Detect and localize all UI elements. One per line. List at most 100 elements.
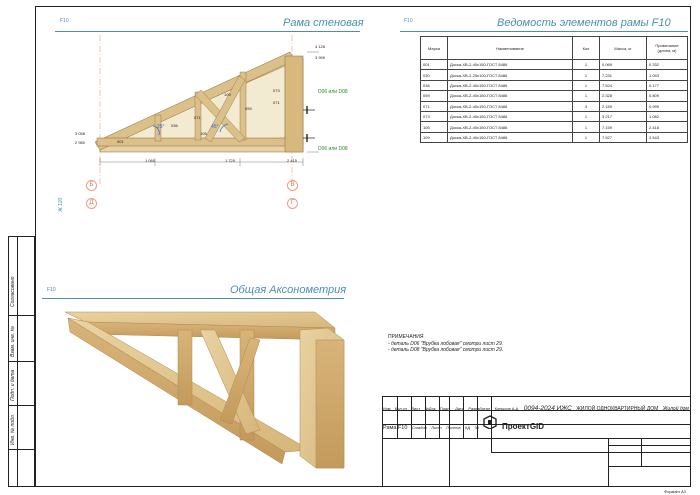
note-item: - деталь D08 "Врубка лобовая" смотри лис… — [388, 347, 504, 353]
schedule-header-row: Марка Наименование Кол Масса, кг Примеча… — [420, 36, 688, 60]
cell: Доска-ХВ-2-40х150-ГОСТ 8486 — [447, 121, 573, 133]
cell: Доска-ХВ-2-25х100-ГОСТ 8486 — [447, 69, 573, 81]
marker-036: 036 — [171, 123, 178, 128]
cell: 7.231 — [599, 69, 647, 81]
cell: Доска-ХВ-2-40х150-ГОСТ 8486 — [447, 79, 573, 92]
cell: 1 — [572, 58, 600, 71]
marker-059: 059 — [245, 106, 252, 111]
elevation-mark: Ж.120 — [58, 197, 64, 212]
side-stamp: Согласовано Взам. инв. № Подп. и дата Ин… — [8, 236, 35, 487]
cell: 7.159 — [599, 121, 647, 133]
dim-2415: 2 415 — [287, 158, 298, 163]
axonometry-title-underline — [42, 298, 344, 299]
notes-title: ПРИМЕЧАНИЯ — [388, 334, 424, 340]
cell: 1 — [572, 69, 600, 81]
th-list: Лист — [411, 406, 421, 411]
th-date: Дата — [455, 406, 464, 411]
col-mark: Марка — [420, 36, 448, 60]
marker-109: 109 — [224, 92, 231, 97]
angle-25: 25° — [157, 124, 165, 130]
schedule-title-underline — [400, 31, 688, 32]
col-name: Наименование — [447, 36, 573, 60]
developer-name: Копысов А.А. — [494, 406, 520, 411]
side-label-inv: Инв. № подл. — [10, 413, 16, 445]
sheets-label: Листов — [446, 425, 461, 430]
schedule-id: F10 — [404, 18, 413, 24]
cell: 030 — [420, 69, 448, 81]
cell: Доска-ХВ-2-40х150-ГОСТ 8486 — [447, 58, 573, 71]
cell: 1 — [572, 121, 600, 133]
cell: Доска-ХВ-2-40х150-ГОСТ 8486 — [447, 131, 573, 144]
side-label-agreed: Согласовано — [10, 276, 16, 308]
company-logo-icon — [483, 415, 501, 433]
axonometry-id: F10 — [47, 287, 56, 293]
cell: 073 — [420, 110, 448, 123]
sheet-label: Лист — [431, 425, 442, 430]
wall-frame-title: Рама стеновая — [283, 17, 364, 29]
sheet-format: Формат А3 — [664, 489, 686, 494]
marker-071a: 071 — [194, 115, 201, 120]
wall-frame-id: F10 — [60, 18, 69, 24]
stage-label: Стадия — [411, 425, 427, 430]
doc-code: 0094-2024 ИЖС — [523, 405, 572, 412]
sheet-frame — [35, 6, 691, 487]
cell: 036 — [420, 79, 448, 92]
sheet-title: Рама F10 — [383, 425, 408, 431]
axonometry-title: Общая Аксонометрия — [230, 284, 347, 296]
notes-block: ПРИМЕЧАНИЯ - деталь D06 "Врубка лобовая"… — [388, 334, 503, 354]
detail-ref-bottom: D06 или D08 — [318, 146, 348, 152]
object-name: Жилой дом — [662, 406, 689, 412]
cell: 105 — [420, 121, 448, 133]
cell: 7.527 — [599, 131, 647, 144]
axis-v: В — [287, 180, 298, 191]
dim-1725: 1 725 — [225, 158, 236, 163]
dim-3058: 3 058 — [75, 131, 86, 136]
cell: 0.332 — [646, 58, 688, 71]
cell: 1 — [572, 90, 600, 102]
side-label-replaced: Взам. инв. № — [10, 326, 16, 357]
cell: 001 — [420, 58, 448, 71]
col-note: Примечание (длина, м) — [646, 36, 688, 60]
cell: 3.217 — [599, 110, 647, 123]
cell: 071 — [420, 100, 448, 112]
th-doc: №Док — [424, 406, 436, 411]
wall-frame-drawing — [94, 35, 319, 185]
wall-frame-title-underline — [55, 31, 360, 32]
schedule-title: Ведомость элементов рамы F10 — [497, 17, 671, 29]
marker-001: 001 — [117, 139, 124, 144]
marker-071b: 071 — [273, 100, 280, 105]
th-sign: Подп. — [440, 406, 451, 411]
cell: 0.069 — [599, 58, 647, 71]
cell: 1 — [572, 131, 600, 144]
project-name: ЖИЛОЙ ОДНОКВАРТИРНЫЙ ДОМ — [576, 406, 659, 412]
cell: 1.053 — [646, 69, 688, 81]
cell: 109 — [420, 131, 448, 144]
note-item: - деталь D06 "Врубка лобовая" смотри лис… — [388, 340, 504, 347]
cell: 2.418 — [646, 121, 688, 133]
cell: Доска-ХВ-2-40х150-ГОСТ 8486 — [447, 90, 573, 102]
schedule-table: Марка Наименование Кол Масса, кг Примеча… — [420, 36, 688, 144]
cell: 1.082 — [646, 110, 688, 123]
cell: 059 — [420, 90, 448, 102]
cell: 1 — [572, 110, 600, 123]
col-mass: Масса, кг — [599, 36, 647, 60]
axis-d: Д — [86, 198, 97, 209]
cell: 1 — [572, 79, 600, 92]
dim-4126: 4 126 — [315, 44, 326, 49]
cell: Доска-ХВ-2-40х150-ГОСТ 8486 — [447, 100, 573, 112]
marker-073: 073 — [273, 88, 280, 93]
dim-2960: 2 960 — [75, 140, 86, 145]
axis-g: Г — [287, 198, 298, 209]
cell: 7.524 — [599, 79, 647, 92]
company-name: ПроектGID — [501, 422, 545, 431]
cell: 2.328 — [599, 90, 647, 102]
side-label-sign-date: Подп. и дата — [10, 369, 16, 401]
